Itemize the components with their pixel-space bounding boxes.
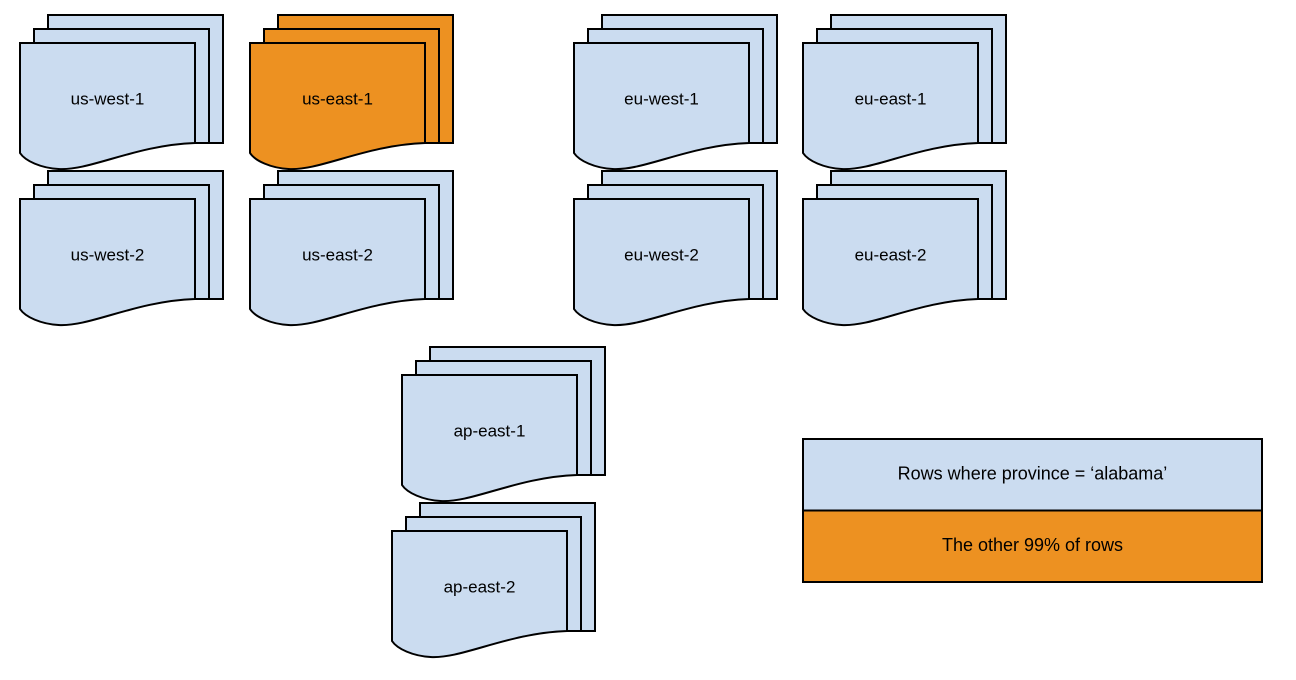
document-stack-eu-west-2[interactable]: eu-west-2 [573, 170, 778, 327]
legend-row-legend-blue: Rows where province = ‘alabama’ [802, 438, 1263, 512]
stack-front-sheet [802, 42, 979, 171]
stack-label: eu-east-1 [855, 89, 927, 108]
stack-label: ap-east-1 [454, 421, 526, 440]
stack-front-sheet [249, 198, 426, 327]
stack-front-sheet [573, 42, 750, 171]
document-stacks-group: us-west-1 us-east-1 eu-west-1 eu-east-1 us-w… [19, 14, 1007, 659]
stack-label: us-west-2 [71, 245, 145, 264]
document-stack-eu-east-2[interactable]: eu-east-2 [802, 170, 1007, 327]
document-stack-us-west-1[interactable]: us-west-1 [19, 14, 224, 171]
document-stack-us-east-1[interactable]: us-east-1 [249, 14, 454, 171]
legend-swatch [802, 438, 1263, 512]
stack-label: us-east-1 [302, 89, 373, 108]
legend-group: Rows where province = ‘alabama’ The other… [802, 438, 1263, 583]
legend-label: Rows where province = ‘alabama’ [898, 464, 1168, 484]
document-stack-ap-east-2[interactable]: ap-east-2 [391, 502, 596, 659]
stack-front-sheet [573, 198, 750, 327]
stack-front-sheet [802, 198, 979, 327]
stack-front-sheet [401, 374, 578, 503]
stack-front-sheet [19, 42, 196, 171]
stack-label: ap-east-2 [444, 577, 516, 596]
stack-front-sheet [391, 530, 568, 659]
document-stack-ap-east-1[interactable]: ap-east-1 [401, 346, 606, 503]
stack-label: eu-west-2 [624, 245, 699, 264]
legend-label: The other 99% of rows [942, 535, 1123, 555]
stack-label: us-east-2 [302, 245, 373, 264]
legend-row-legend-orange: The other 99% of rows [802, 509, 1263, 583]
document-stack-us-west-2[interactable]: us-west-2 [19, 170, 224, 327]
document-stack-eu-east-1[interactable]: eu-east-1 [802, 14, 1007, 171]
stack-label: us-west-1 [71, 89, 145, 108]
document-stack-us-east-2[interactable]: us-east-2 [249, 170, 454, 327]
stack-front-sheet [19, 198, 196, 327]
stack-label: eu-west-1 [624, 89, 699, 108]
stack-front-sheet [249, 42, 426, 171]
legend-swatch [802, 509, 1263, 583]
document-stack-eu-west-1[interactable]: eu-west-1 [573, 14, 778, 171]
stack-label: eu-east-2 [855, 245, 927, 264]
